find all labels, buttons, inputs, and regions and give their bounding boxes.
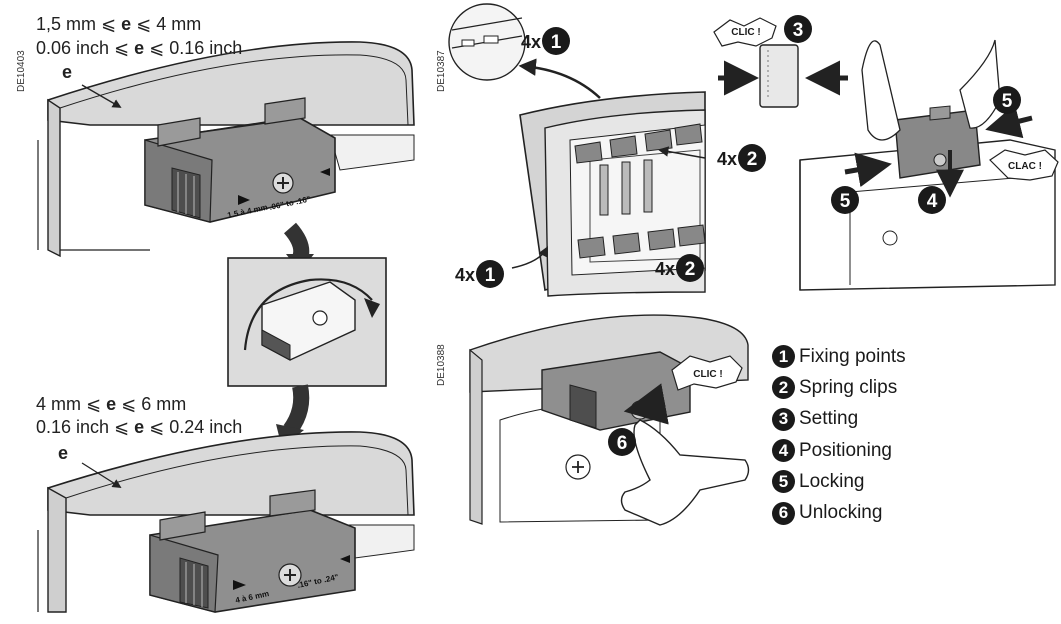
spacer-module-top bbox=[144, 97, 336, 223]
legend-label: Spring clips bbox=[799, 376, 898, 398]
badge-text: 4 bbox=[927, 191, 938, 212]
drawing-code-top-right: DE10387 bbox=[436, 50, 447, 92]
clac-text: CLAC ! bbox=[1008, 161, 1042, 172]
callout-count: 4x bbox=[717, 149, 737, 169]
badge-text: 5 bbox=[1002, 91, 1013, 112]
panel-bottom-left bbox=[37, 431, 415, 613]
badge-text: 2 bbox=[747, 149, 758, 170]
legend-badge: 5 bbox=[772, 470, 795, 494]
callout-count: 4x bbox=[455, 265, 475, 285]
legend-label: Positioning bbox=[799, 439, 892, 461]
badge-4 bbox=[918, 186, 946, 214]
clic-text: CLIC ! bbox=[693, 369, 722, 380]
down-arrow-top bbox=[283, 222, 310, 261]
legend-badge: 3 bbox=[772, 407, 795, 431]
legend-item: 1 Fixing points bbox=[772, 341, 906, 372]
badge-text: 5 bbox=[840, 191, 851, 212]
legend-label: Setting bbox=[799, 408, 859, 430]
panel-top-left bbox=[37, 41, 415, 258]
e-arrow-top bbox=[81, 84, 122, 108]
panel-unlocking bbox=[469, 314, 750, 526]
legend-item: 4 Positioning bbox=[772, 435, 906, 466]
range-line-2-bottom: 0.16 inch ⩽ e ⩽ 0.24 inch bbox=[36, 417, 243, 437]
badge-2-right bbox=[738, 144, 766, 172]
module-setting bbox=[718, 44, 848, 108]
inset-detail bbox=[448, 3, 526, 81]
legend-label: Locking bbox=[799, 470, 865, 492]
legend-item: 2 Spring clips bbox=[772, 372, 906, 403]
spacer-module-bottom bbox=[149, 489, 356, 613]
badge-text: 1 bbox=[551, 32, 562, 53]
badges bbox=[476, 15, 1021, 456]
callout-count: 4x bbox=[655, 259, 675, 279]
callout-count: 4x bbox=[521, 32, 541, 52]
legend-badge: 4 bbox=[772, 439, 795, 463]
legend-badge: 1 bbox=[772, 345, 795, 369]
badge-2-bottom bbox=[676, 254, 704, 282]
legend-badge: 6 bbox=[772, 501, 795, 525]
legend-item: 3 Setting bbox=[772, 404, 906, 435]
detail-arrow bbox=[518, 58, 601, 99]
range-line-1-top: 1,5 mm ⩽ e ⩽ 4 mm bbox=[36, 14, 202, 34]
badge-5-top bbox=[993, 86, 1021, 114]
rotation-inset bbox=[227, 257, 387, 387]
clic-text: CLIC ! bbox=[731, 27, 760, 38]
step-legend: 1 Fixing points 2 Spring clips 3 Setting… bbox=[772, 341, 906, 529]
badge-text: 3 bbox=[793, 20, 804, 41]
legend-item: 5 Locking bbox=[772, 466, 906, 497]
range-line-2-top: 0.06 inch ⩽ e ⩽ 0.16 inch bbox=[36, 38, 243, 58]
clic-burst-top bbox=[713, 17, 777, 47]
badge-6 bbox=[608, 428, 636, 456]
e-arrow-bottom bbox=[81, 462, 122, 488]
legend-label: Fixing points bbox=[799, 345, 906, 367]
badge-text: 6 bbox=[617, 433, 628, 454]
badge-5-left bbox=[831, 186, 859, 214]
legend-item: 6 Unlocking bbox=[772, 497, 906, 528]
drawing-code-left: DE10403 bbox=[16, 50, 27, 92]
badge-1-bottom bbox=[476, 260, 504, 288]
e-label-top: e bbox=[62, 62, 73, 82]
range-line-1-bottom: 4 mm ⩽ e ⩽ 6 mm bbox=[36, 394, 187, 414]
badge-text: 2 bbox=[685, 259, 696, 280]
legend-badge: 2 bbox=[772, 376, 795, 400]
down-arrow-bottom bbox=[283, 384, 310, 435]
e-label-bottom: e bbox=[58, 443, 69, 463]
drawing-code-bottom-right: DE10388 bbox=[436, 344, 447, 386]
legend-label: Unlocking bbox=[799, 502, 883, 524]
badge-3 bbox=[784, 15, 812, 43]
badge-1-top bbox=[542, 27, 570, 55]
badge-text: 1 bbox=[485, 265, 496, 286]
